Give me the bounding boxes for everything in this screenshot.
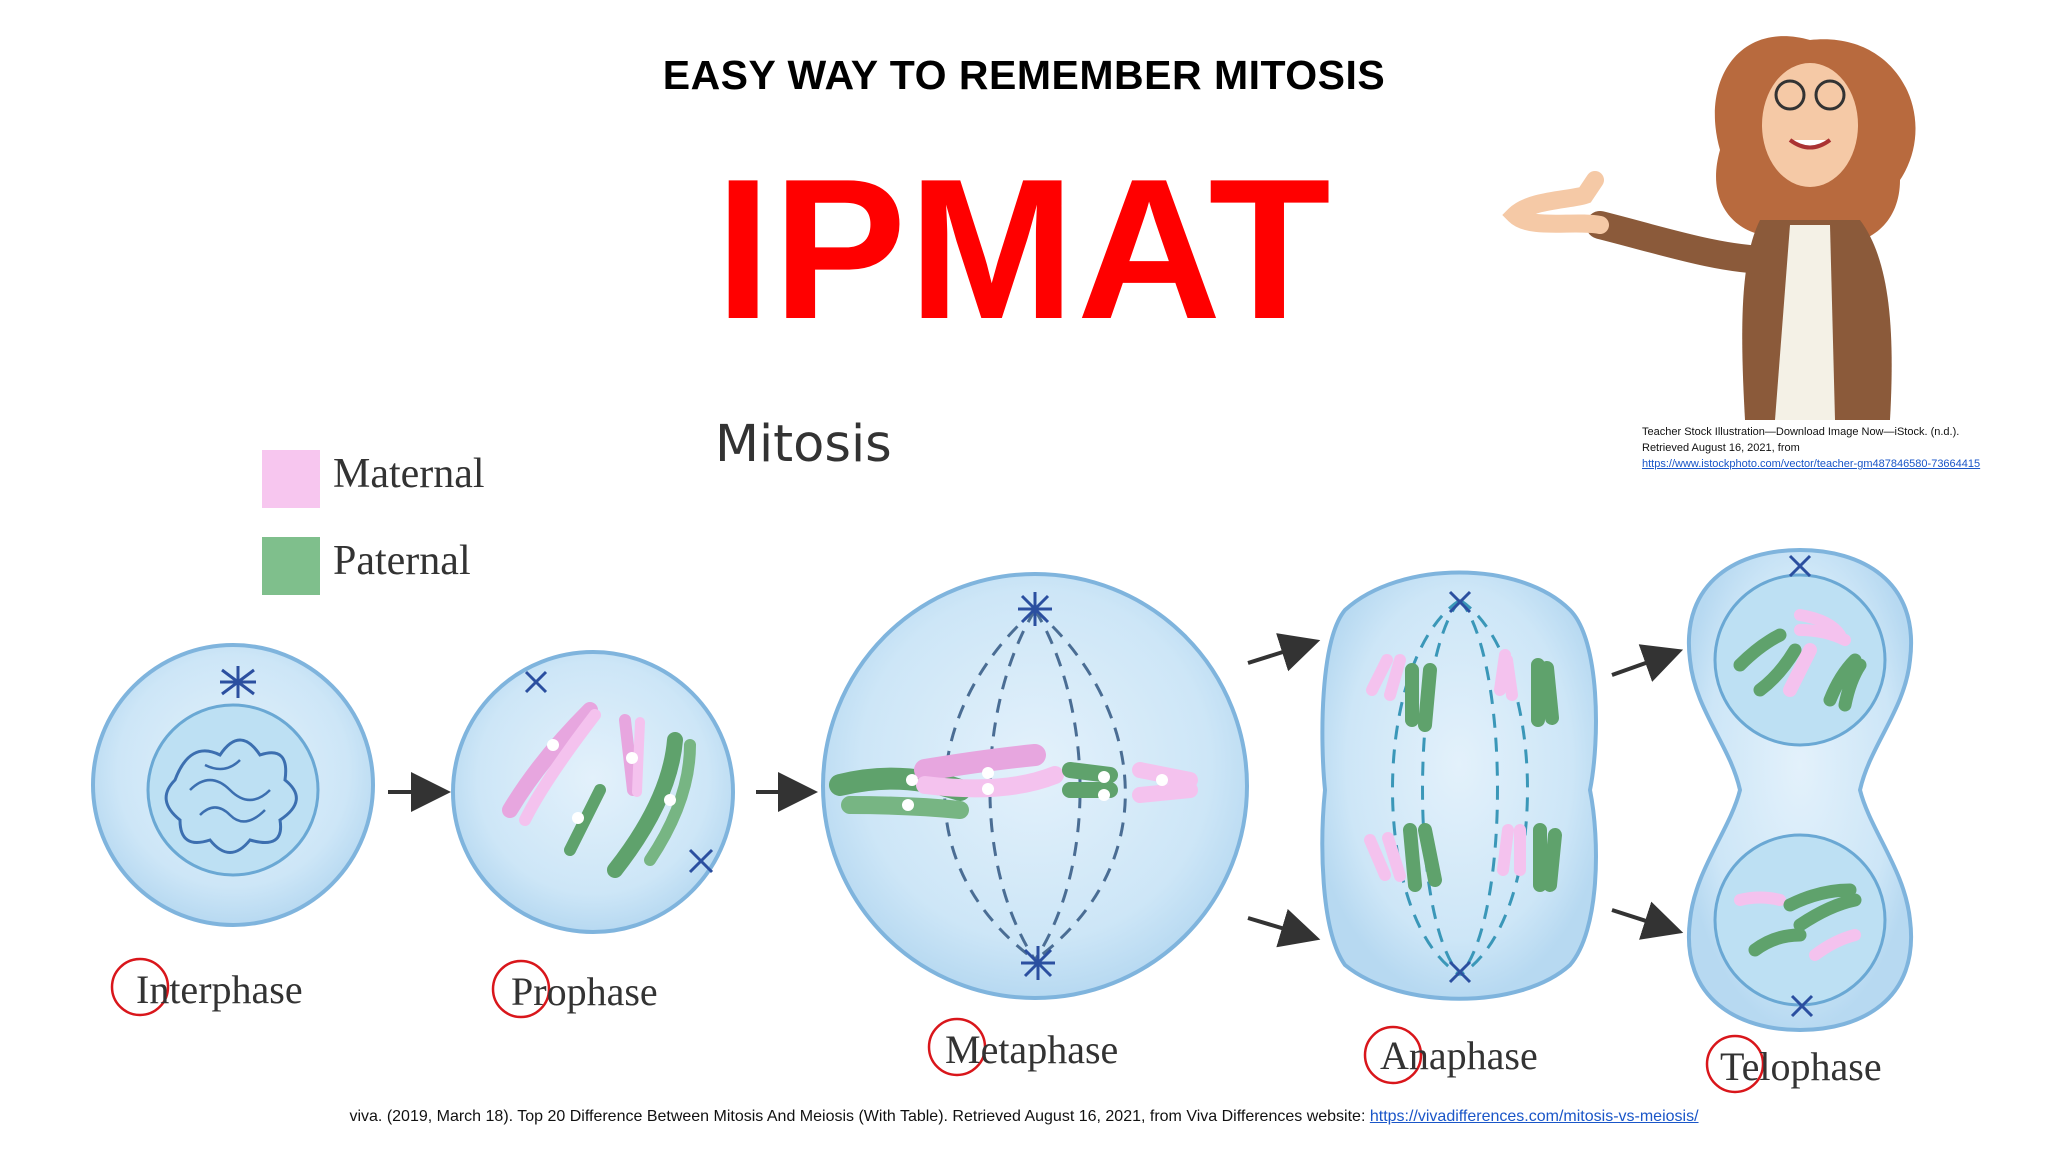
phase-label-anaphase: Anaphase [1380, 1033, 1538, 1078]
phase-label-telophase: Telophase [1720, 1044, 1882, 1089]
legend-label-paternal: Paternal [333, 538, 471, 584]
acronym-title: IPMAT [715, 138, 1333, 361]
diagram-title: Mitosis [715, 415, 892, 474]
highlight-circle [1363, 1025, 1423, 1085]
phase-label-interphase: Interphase [136, 967, 303, 1012]
legend-swatch-paternal [262, 537, 320, 595]
legend-swatch-maternal [262, 450, 320, 508]
arrow-icon [1247, 633, 1321, 672]
interphase-cell [91, 643, 375, 927]
metaphase-cell [821, 572, 1249, 1000]
teacher-image-credit: Teacher Stock Illustration—Download Imag… [1642, 424, 2002, 472]
arrow-icon [1611, 644, 1684, 682]
centrosome-icon [1448, 590, 1472, 614]
teacher-illustration [1502, 36, 1916, 420]
highlight-circle [491, 959, 551, 1019]
centrosome-icon [1790, 994, 1814, 1018]
highlight-circle [927, 1017, 987, 1077]
legend-label-maternal: Maternal [333, 451, 485, 497]
phase-label-metaphase: Metaphase [945, 1027, 1119, 1072]
teacher-credit-text: Teacher Stock Illustration—Download Imag… [1642, 426, 1960, 454]
teacher-credit-link[interactable]: https://www.istockphoto.com/vector/teach… [1642, 458, 1981, 470]
page-subtitle: EASY WAY TO REMEMBER MITOSIS [662, 52, 1386, 98]
centrosome-icon [524, 670, 548, 694]
telophase-cell [1686, 547, 1914, 1033]
arrow-icon [1611, 901, 1684, 940]
anaphase-cell [1320, 570, 1598, 1001]
phase-label-prophase: Prophase [511, 969, 658, 1014]
centrosome-icon [1448, 960, 1472, 984]
centrosome-icon [688, 848, 714, 874]
centrosome-icon [1021, 946, 1055, 980]
viva-credit-link[interactable]: https://vivadifferences.com/mitosis-vs-m… [1369, 1108, 1699, 1125]
highlight-circle [110, 957, 170, 1017]
viva-credit-text: viva. (2019, March 18). Top 20 Differenc… [349, 1108, 1366, 1125]
centrosome-icon [1018, 592, 1052, 626]
prophase-cell [451, 650, 735, 934]
diagram-source-credit: viva. (2019, March 18). Top 20 Differenc… [0, 1108, 2048, 1126]
centrosome-icon [1788, 554, 1812, 578]
arrow-icon [1247, 908, 1321, 948]
first-letter-highlights [110, 957, 1765, 1094]
centrosome-icon [220, 666, 256, 698]
highlight-circle [1705, 1034, 1765, 1094]
